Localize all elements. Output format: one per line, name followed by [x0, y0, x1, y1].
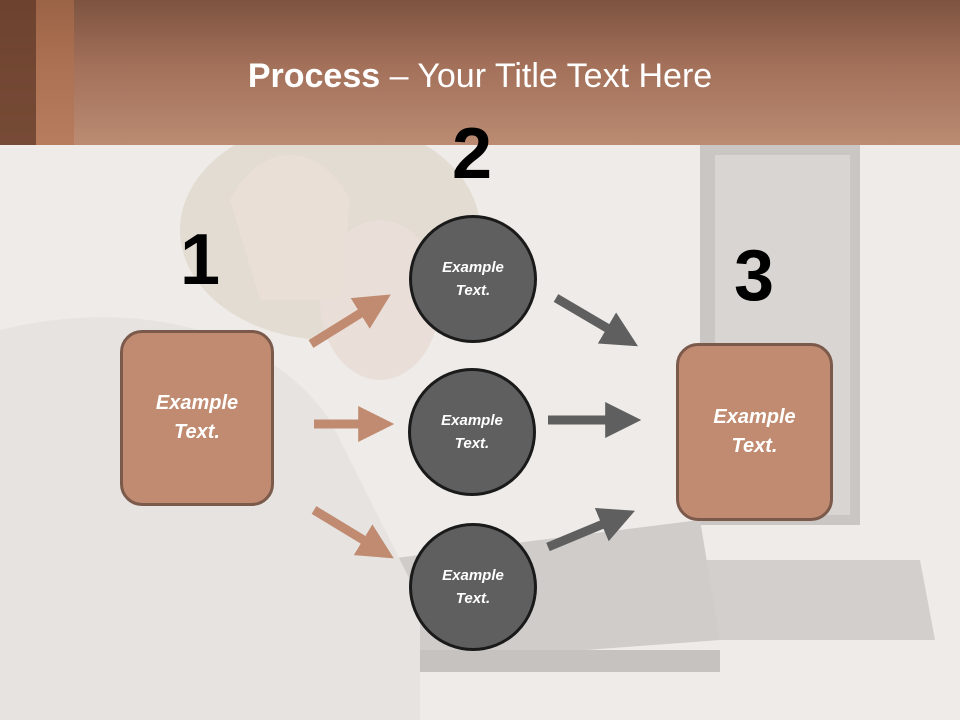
slide-title-bold: Process	[247, 57, 381, 95]
circle-text: Example Text.	[442, 567, 504, 607]
circle-text: Example Text.	[442, 259, 504, 299]
arrow-to-circle-bottom	[311, 506, 394, 559]
arrow-from-circle-top	[553, 294, 638, 347]
step-1-box: Example Text.	[120, 330, 274, 506]
step-2-circle-bottom: Example Text.	[409, 523, 537, 651]
step-3-box: Example Text.	[676, 343, 833, 521]
step-2-circle-top: Example Text.	[409, 215, 537, 343]
step-2-circle-middle: Example Text.	[408, 368, 536, 496]
step-number-2: 2	[451, 114, 493, 194]
arrow-to-circle-top	[308, 294, 391, 348]
arrow-from-circle-bottom	[546, 508, 635, 552]
header-accent-stripe	[0, 0, 36, 145]
step-number-1: 1	[179, 220, 221, 300]
title-bar	[0, 0, 960, 145]
circle-text: Example Text.	[441, 412, 503, 452]
slide-title-rest: – Your Title Text Here	[380, 57, 713, 95]
header-accent-stripe	[36, 0, 74, 145]
step-3-box-text: Example Text.	[713, 406, 796, 457]
step-1-box-text: Example Text.	[155, 392, 239, 443]
slide-title: Process – Your Title Text Here	[0, 54, 960, 98]
step-number-3: 3	[733, 236, 775, 316]
